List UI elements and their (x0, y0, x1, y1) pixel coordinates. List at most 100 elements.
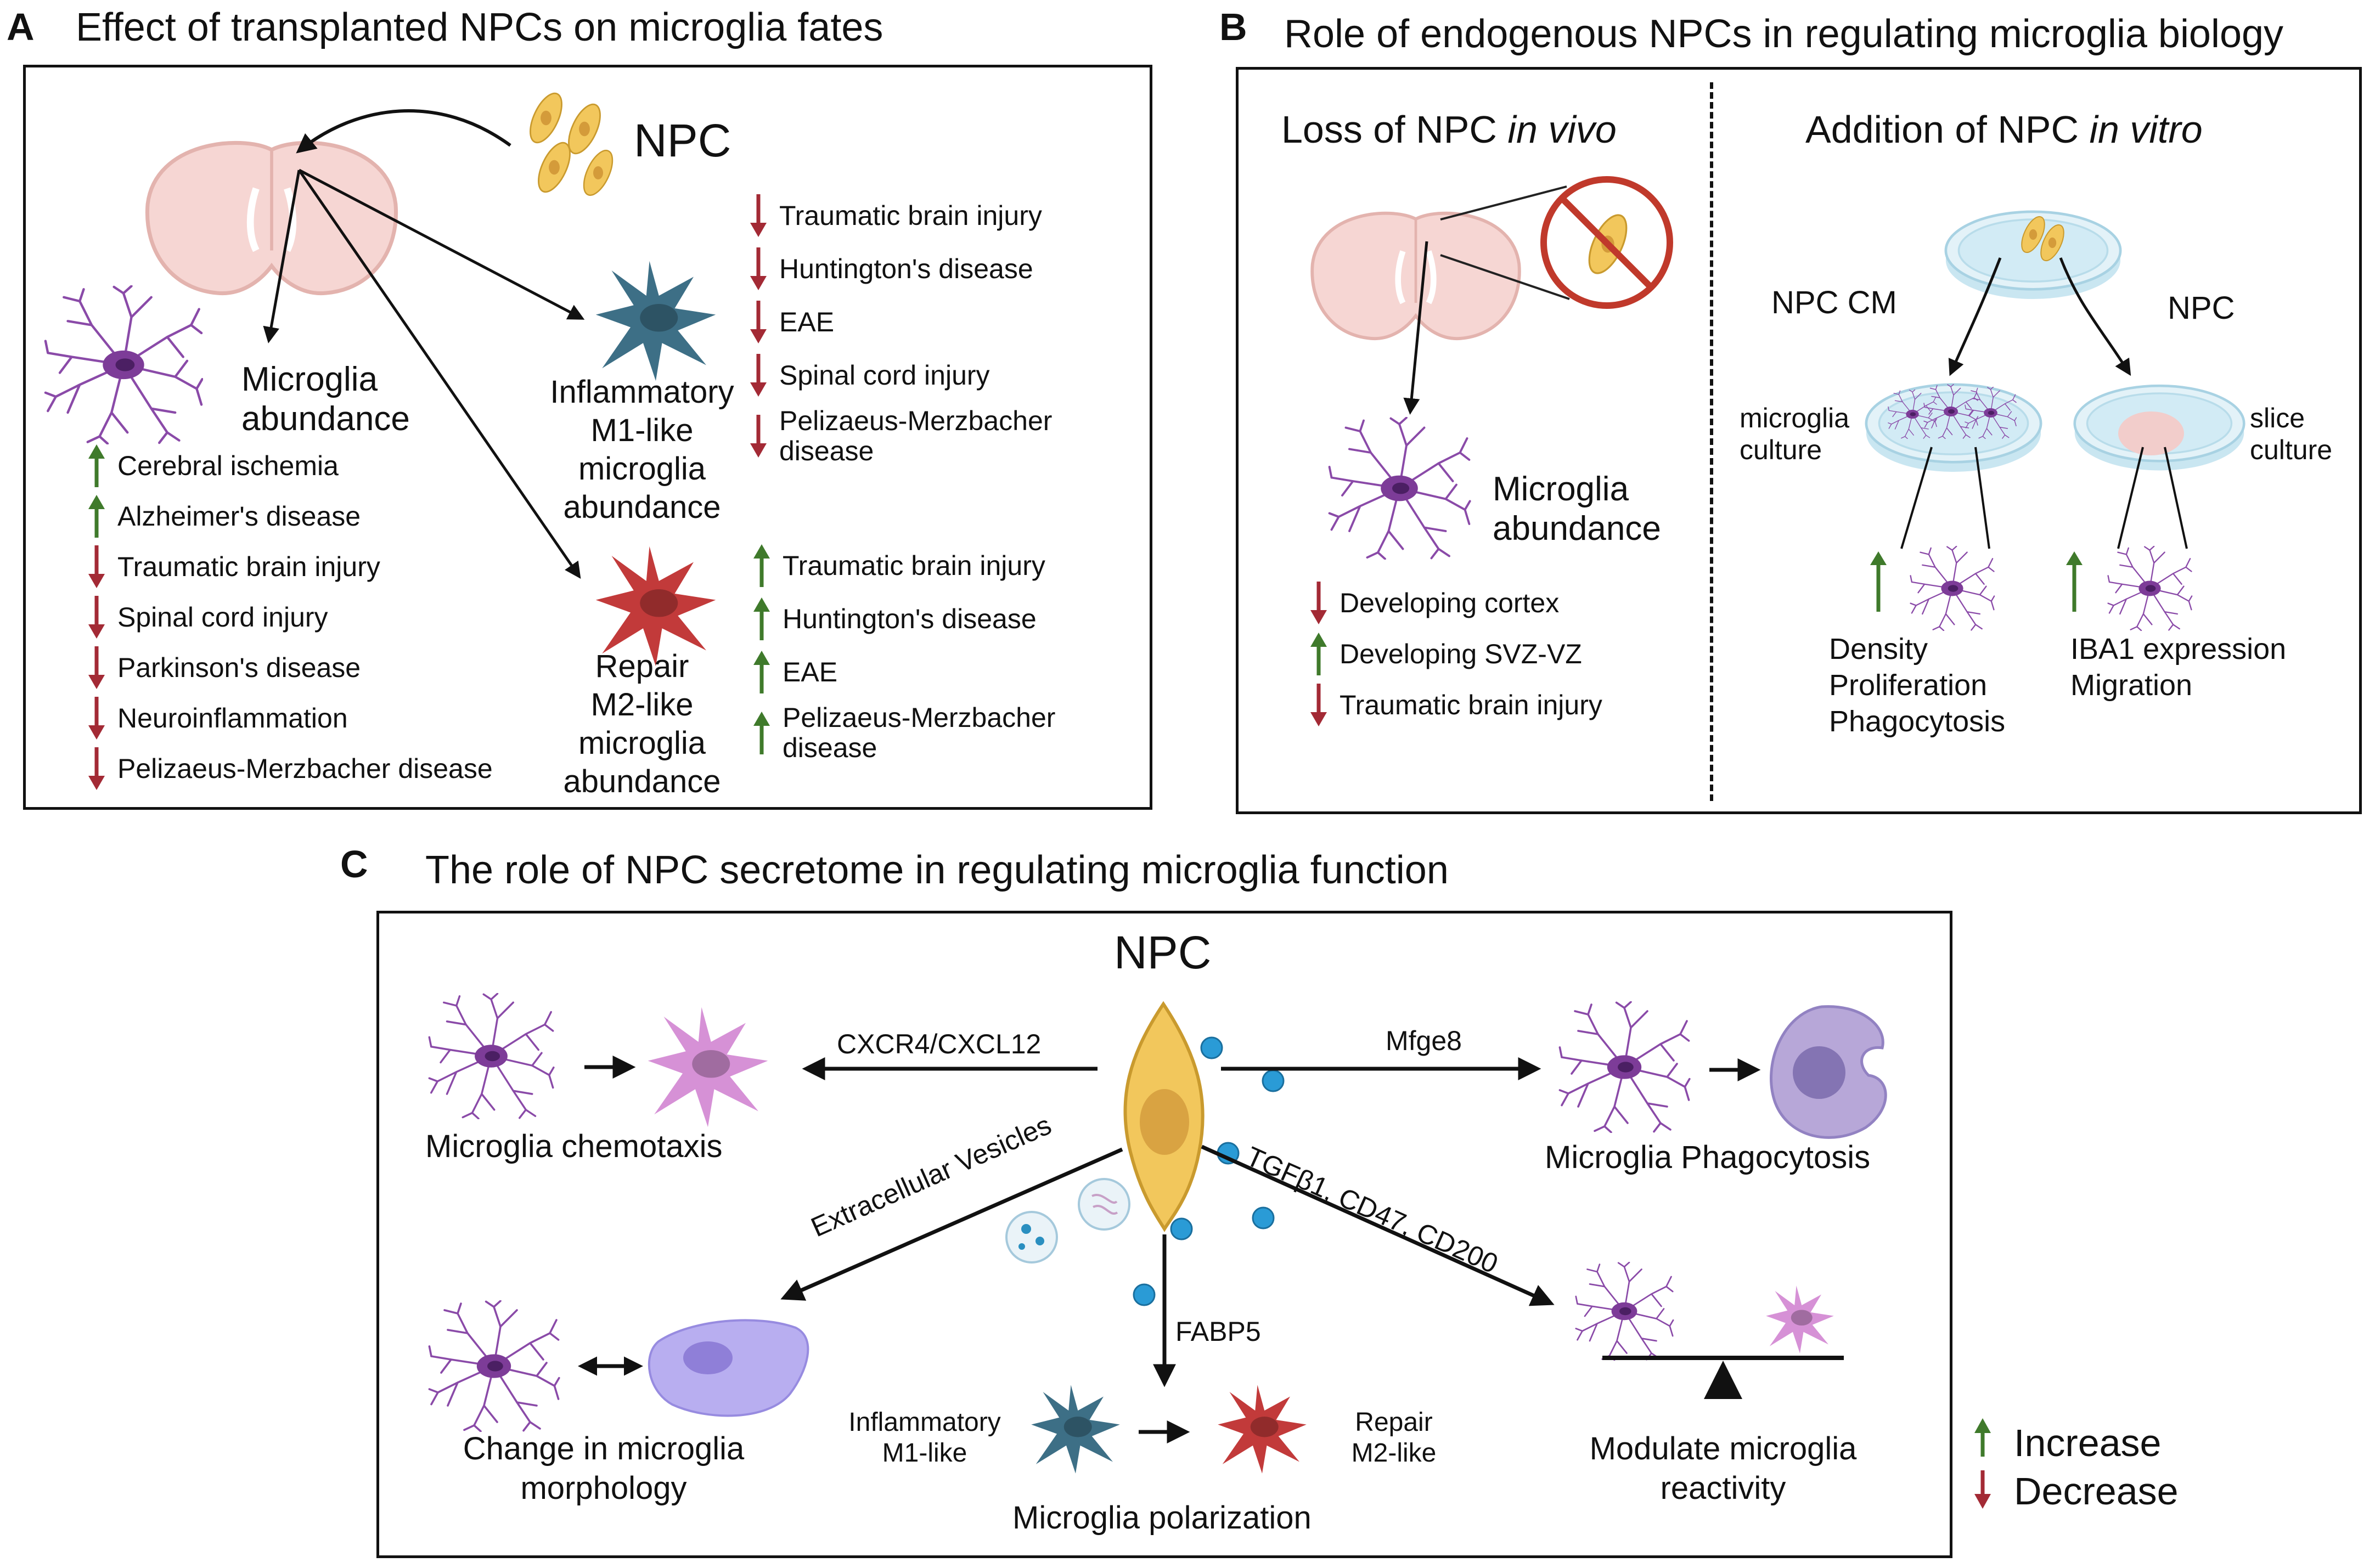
panel-c-letter: C (340, 843, 368, 885)
slice-culture-line2: culture (2250, 435, 2333, 465)
fabp5-label: FABP5 (1175, 1316, 1261, 1347)
effect-item: Spinal cord injury (87, 595, 328, 640)
b-npc-label: NPC (2168, 290, 2235, 326)
effect-item-text: Neuroinflammation (117, 702, 348, 734)
m2-label-line4: abundance (563, 764, 721, 799)
effect-item-label: EAE (779, 307, 834, 337)
effect-item-label: Developing cortex (1340, 588, 1559, 618)
panel-c-title: The role of NPC secretome in regulating … (425, 848, 1449, 892)
m2-label-line1: Repair (595, 648, 689, 684)
effect-item-text: Pelizaeus-Merzbacher disease (117, 753, 493, 784)
polarization-label: Microglia polarization (1012, 1500, 1312, 1536)
increase-arrow-icon (753, 544, 770, 587)
effect-item-text: Developing cortex (1340, 587, 1560, 618)
effect-item-label: Traumatic brain injury (1340, 690, 1602, 720)
panel-a-npc-label: NPC (634, 115, 731, 166)
increase-arrow-icon (1310, 633, 1327, 675)
effect-item: Traumatic brain injury (1309, 683, 1602, 727)
effect-item-text: Parkinson's disease (117, 652, 361, 683)
b-microglia-label-line1: Microglia (1493, 470, 1629, 508)
microglia-label-line2: abundance (241, 400, 410, 438)
effect-item-text: Traumatic brain injury (117, 551, 380, 582)
panel-a-box (23, 65, 1152, 810)
inflammatory-label-line1: Inflammatory (848, 1408, 1001, 1437)
effect-item-label: Traumatic brain injury (117, 551, 380, 582)
legend-increase-icon (1974, 1418, 1991, 1457)
c-npc-label: NPC (1114, 927, 1212, 978)
addition-heading: Addition of NPC in vitro (1805, 109, 2203, 151)
decrease-arrow-icon (750, 194, 767, 237)
cm-effects: Density Proliferation Phagocytosis (1829, 631, 2005, 740)
reactivity-label-line2: reactivity (1660, 1470, 1786, 1506)
effect-item-text: Spinal cord injury (779, 359, 990, 391)
morphology-label-line1: Change in microglia (463, 1431, 745, 1467)
decrease-arrow-icon (88, 747, 105, 790)
phagocytosis-label: Microglia Phagocytosis (1545, 1140, 1871, 1175)
effect-item-label: Cerebral ischemia (117, 450, 339, 481)
effect-item: EAE (752, 650, 837, 695)
reactivity-label-line1: Modulate microglia (1589, 1431, 1857, 1467)
panel-a-title: Effect of transplanted NPCs on microglia… (76, 5, 883, 49)
decrease-arrow-icon (1310, 684, 1327, 726)
cm-effect-density: Density (1829, 633, 1928, 665)
effect-item-text: Traumatic brain injury (1340, 689, 1602, 720)
repair-label-line2: M2-like (1351, 1439, 1437, 1468)
morphology-label: Change in microglia morphology (428, 1429, 779, 1508)
effect-item-label: Neuroinflammation (117, 703, 348, 734)
inflammatory-label-line2: M1-like (882, 1439, 967, 1468)
slice-culture-label: slice culture (2250, 402, 2332, 466)
increase-arrow-icon (753, 712, 770, 754)
m1-label-line2: M1-like (590, 413, 694, 448)
effect-item: Traumatic brain injury (87, 544, 380, 589)
effect-item-text: Cerebral ischemia (117, 450, 339, 481)
effect-item-text: Pelizaeus-Merzbacher (779, 405, 1053, 436)
microglia-culture-line2: culture (1740, 435, 1822, 465)
effect-item-text-line2: disease (779, 436, 874, 466)
effect-item-label: Huntington's disease (783, 603, 1037, 634)
decrease-arrow-icon (88, 596, 105, 639)
effect-item-label: Spinal cord injury (779, 360, 990, 391)
increase-arrow-icon (88, 444, 105, 487)
loss-heading-text: Loss of NPC (1281, 108, 1508, 151)
decrease-arrow-icon (750, 354, 767, 397)
increase-arrow-icon (753, 651, 770, 693)
decrease-arrow-icon (750, 301, 767, 343)
panel-b-box (1236, 67, 2362, 814)
effect-item-text: Huntington's disease (783, 603, 1037, 634)
effect-item-text-line2: disease (783, 732, 877, 763)
panel-c-box (376, 911, 1952, 1558)
panel-b-title: Role of endogenous NPCs in regulating mi… (1284, 12, 2284, 56)
effect-item: Huntington's disease (752, 596, 1037, 641)
npc-effects: IBA1 expression Migration (2070, 631, 2286, 703)
effect-item-label: Traumatic brain injury (783, 550, 1045, 581)
decrease-arrow-icon (1310, 582, 1327, 624)
npc-effect-migration: Migration (2070, 669, 2193, 702)
effect-item-label: Huntington's disease (779, 253, 1033, 284)
addition-heading-italic: in vitro (2089, 108, 2203, 151)
legend-decrease-icon (1974, 1470, 1991, 1509)
effect-item-text: Huntington's disease (779, 253, 1033, 284)
effect-item: EAE (748, 300, 834, 345)
npc-effect-iba1: IBA1 expression (2070, 633, 2287, 665)
increase-arrow-icon (753, 597, 770, 640)
legend-decrease-label: Decrease (2014, 1470, 2179, 1513)
effect-item-text: Pelizaeus-Merzbacher (783, 702, 1056, 733)
decrease-arrow-icon (88, 697, 105, 740)
microglia-culture-line1: microglia (1740, 403, 1850, 433)
effect-item-label: Developing SVZ-VZ (1340, 639, 1582, 669)
effect-item-text: Developing SVZ-VZ (1340, 638, 1582, 669)
effect-item: Cerebral ischemia (87, 443, 339, 488)
repair-label-line1: Repair (1355, 1408, 1433, 1437)
b-microglia-label-line2: abundance (1493, 510, 1661, 548)
effect-item-label: Alzheimer's disease (117, 501, 361, 532)
m2-label: Repair M2-like microglia abundance (541, 647, 744, 801)
morphology-label-line2: morphology (520, 1470, 687, 1506)
microglia-culture-label: microglia culture (1740, 402, 1849, 466)
repair-label: Repair M2-like (1339, 1407, 1449, 1469)
effect-item-text: Alzheimer's disease (117, 500, 361, 532)
effect-item: Developing SVZ-VZ (1309, 631, 1582, 676)
cm-effect-proliferation: Proliferation (1829, 669, 1988, 702)
